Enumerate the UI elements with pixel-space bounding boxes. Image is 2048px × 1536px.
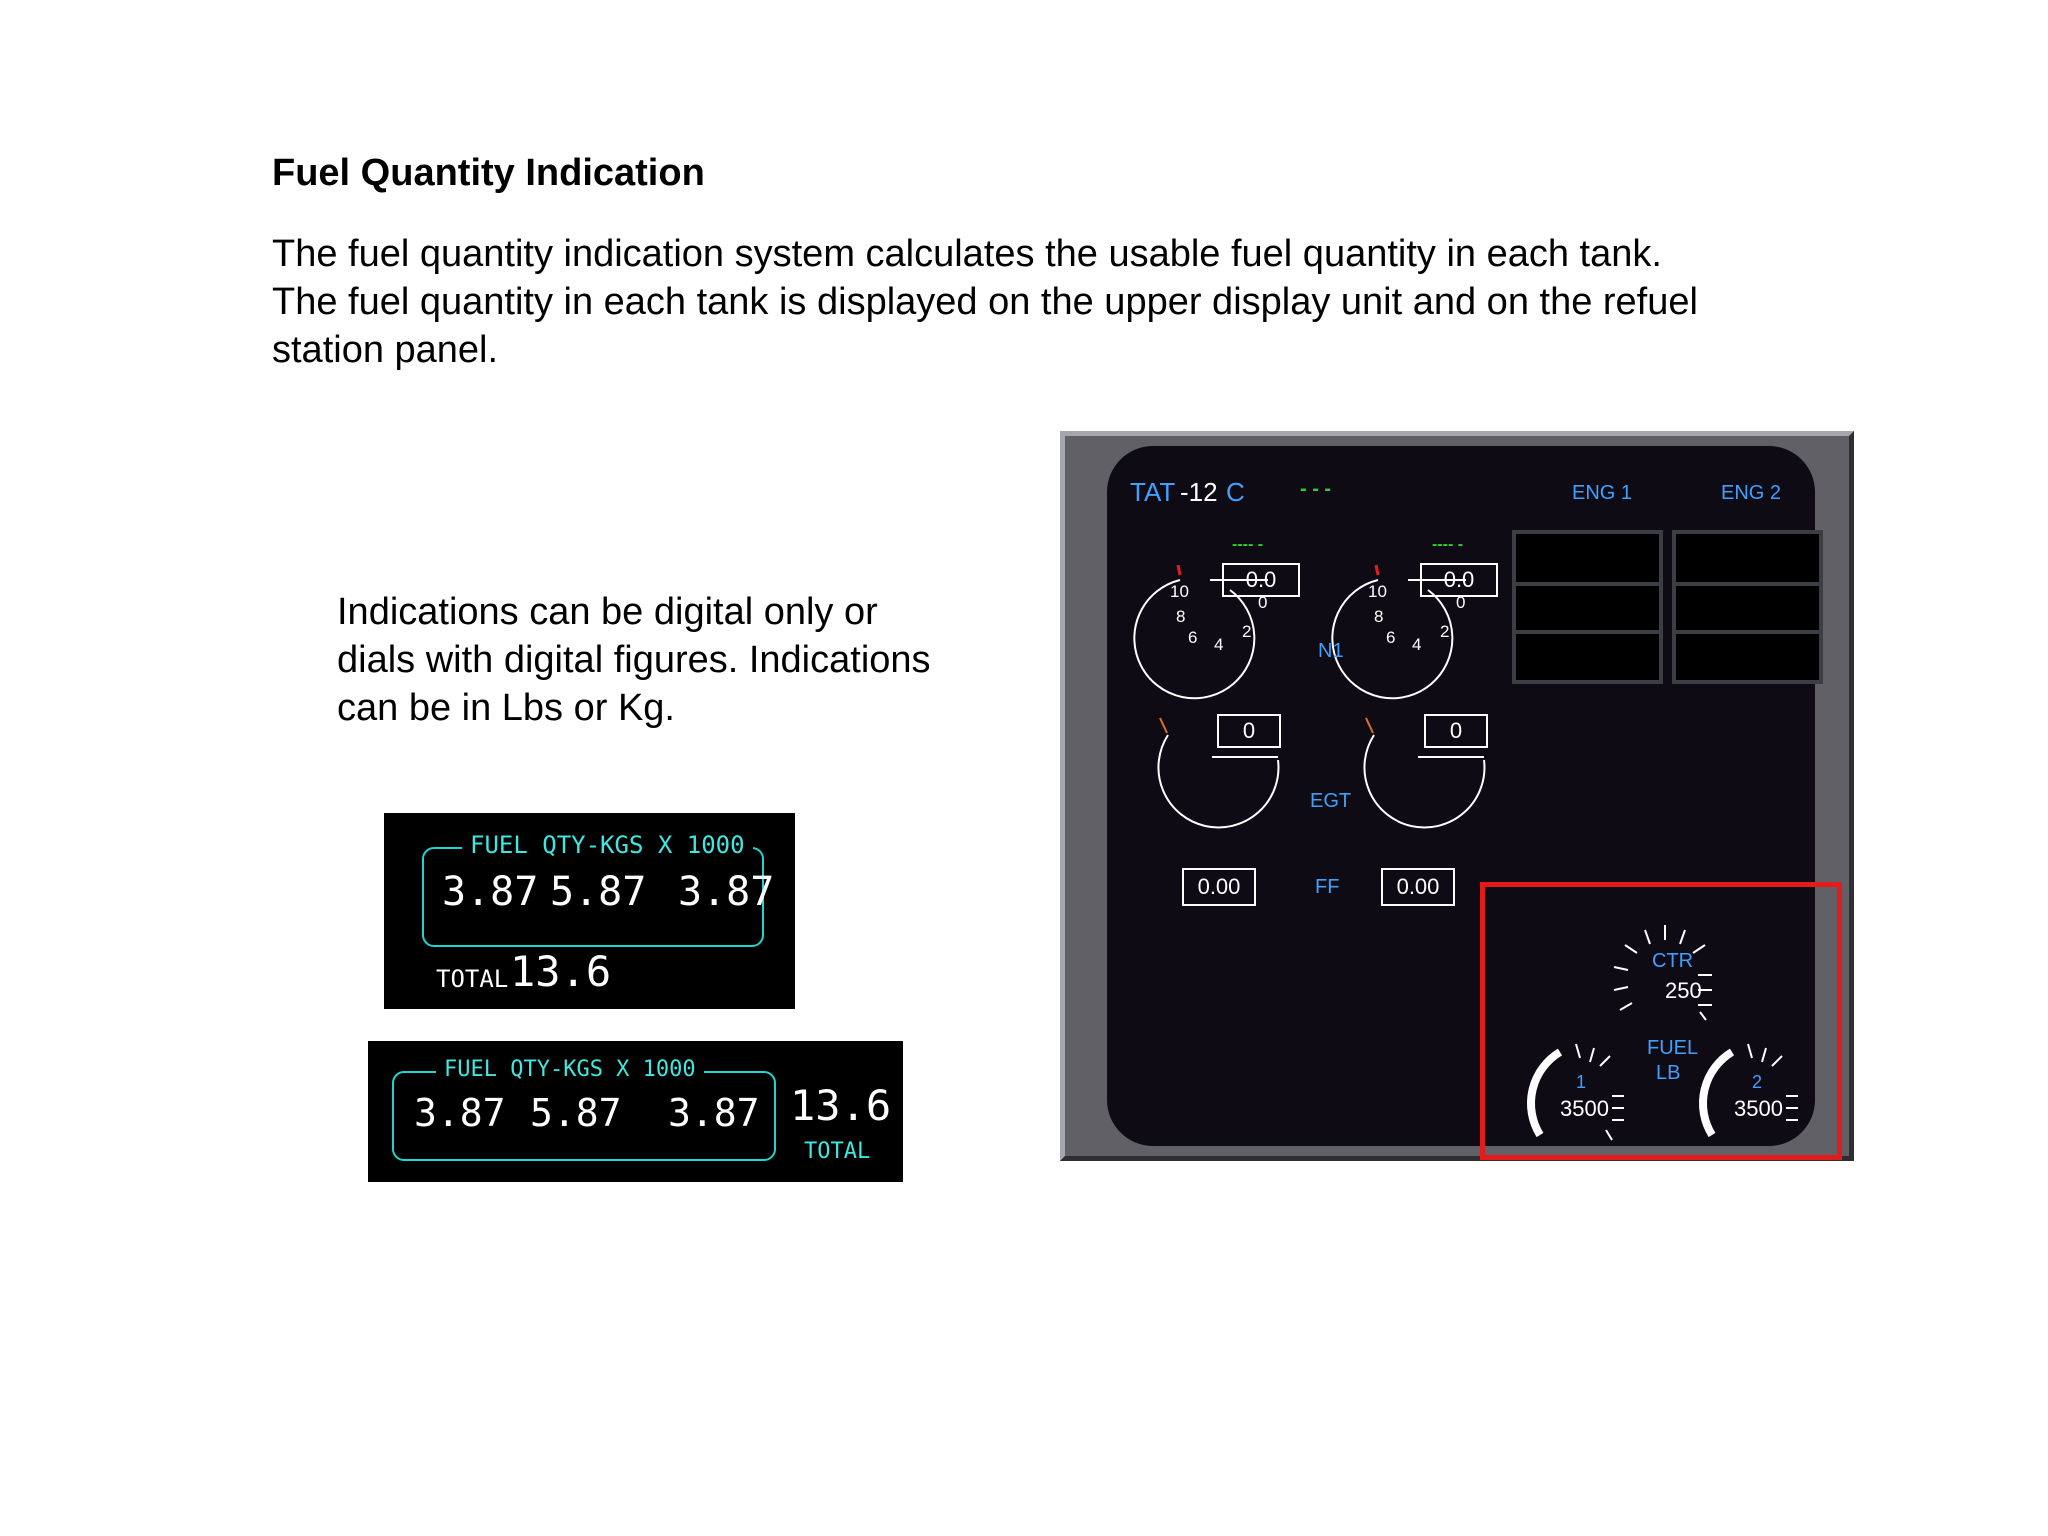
n1-right-scale-0: 0 — [1456, 593, 1466, 612]
fuel-qty-right-tank: 3.87 — [678, 869, 775, 915]
fuel-total-label: TOTAL — [804, 1139, 871, 1164]
fuel-qty-left-tank: 3.87 — [414, 1091, 506, 1135]
fuel-qty-right-tank: 3.87 — [668, 1091, 760, 1135]
n1-right-scale-4: 4 — [1412, 635, 1422, 654]
intro-line-2: The fuel quantity in each tank is displa… — [272, 281, 1698, 323]
fuel-ctr-dial — [1613, 925, 1712, 1021]
egt-label: EGT — [1310, 790, 1352, 812]
fuel-tank-2-dial — [1699, 1043, 1798, 1138]
fuel-total-value: 13.6 — [790, 1081, 892, 1130]
ff-left-readout: 0.00 — [1182, 868, 1256, 906]
fuel-qty-display-2: FUEL QTY-KGS X 1000 3.87 5.87 3.87 13.6 … — [368, 1041, 903, 1182]
indications-note: Indications can be digital only or dials… — [337, 588, 1017, 732]
n1-left-scale-2: 2 — [1242, 622, 1252, 641]
n1-left-dashes: ---- - — [1232, 536, 1264, 553]
fuel-tank-2-label: 2 — [1752, 1072, 1763, 1092]
egt-left-dial — [1157, 717, 1280, 829]
fuel-ctr-value: 250 — [1665, 978, 1702, 1003]
n1-right-scale-8: 8 — [1374, 607, 1384, 626]
n1-label: N1 — [1318, 640, 1344, 662]
note-line-1: Indications can be digital only or — [337, 591, 878, 633]
egt-left-readout: 0 — [1217, 714, 1281, 748]
tat-dashes: - - - — [1300, 478, 1332, 500]
fuel-qty-display-1: FUEL QTY-KGS X 1000 3.87 5.87 3.87 TOTAL… — [384, 813, 795, 1009]
fuel-qty-center-tank: 5.87 — [530, 1091, 622, 1135]
eng1-slot-2 — [1512, 582, 1663, 634]
ff-right-readout: 0.00 — [1381, 868, 1455, 906]
n1-right-scale-10: 10 — [1368, 582, 1387, 601]
fuel-qty-center-tank: 5.87 — [550, 869, 647, 915]
eng1-label: ENG 1 — [1572, 482, 1633, 504]
eng2-label: ENG 2 — [1721, 482, 1782, 504]
page-title: Fuel Quantity Indication — [272, 152, 705, 194]
intro-line-3: station panel. — [272, 329, 499, 371]
fuel-tank-1-dial — [1527, 1043, 1624, 1141]
n1-right-readout: 0.0 — [1420, 563, 1498, 597]
fuel-unit: LB — [1656, 1062, 1681, 1084]
n1-right-dial — [1331, 564, 1466, 700]
fuel-tank-1-value: 3500 — [1560, 1096, 1609, 1121]
n1-right-scale-2: 2 — [1440, 622, 1450, 641]
note-line-2: dials with digital figures. Indications — [337, 639, 931, 681]
intro-line-1: The fuel quantity indication system calc… — [272, 233, 1662, 275]
fuel-tank-1-label: 1 — [1576, 1072, 1587, 1092]
eng2-slot-3 — [1672, 630, 1823, 684]
egt-right-dial — [1363, 717, 1486, 829]
n1-left-readout: 0.0 — [1222, 563, 1300, 597]
fuel-total-value: 13.6 — [510, 947, 612, 996]
fuel-total-label: TOTAL — [436, 965, 509, 993]
tat-value: -12 — [1180, 477, 1218, 507]
n1-left-scale-8: 8 — [1176, 607, 1186, 626]
tat-label: TAT — [1130, 477, 1176, 507]
intro-paragraph: The fuel quantity indication system calc… — [272, 230, 1832, 374]
egt-right-readout: 0 — [1424, 714, 1488, 748]
fuel-qty-left-tank: 3.87 — [442, 869, 539, 915]
n1-left-scale-0: 0 — [1258, 593, 1268, 612]
fuel-qty-header: FUEL QTY-KGS X 1000 — [436, 1057, 704, 1082]
fuel-section-highlight — [1480, 882, 1842, 1160]
ff-label: FF — [1315, 876, 1340, 898]
n1-left-dial — [1133, 564, 1268, 700]
n1-left-scale-6: 6 — [1188, 628, 1198, 647]
n1-left-scale-10: 10 — [1170, 582, 1189, 601]
n1-right-dashes: ---- - — [1432, 536, 1464, 553]
n1-left-scale-4: 4 — [1214, 635, 1224, 654]
fuel-qty-header: FUEL QTY-KGS X 1000 — [462, 831, 753, 859]
tat-unit: C — [1226, 477, 1245, 507]
note-line-3: can be in Lbs or Kg. — [337, 687, 675, 729]
fuel-label: FUEL — [1647, 1037, 1699, 1059]
fuel-ctr-label: CTR — [1652, 950, 1694, 972]
fuel-tank-2-value: 3500 — [1734, 1096, 1783, 1121]
n1-right-scale-6: 6 — [1386, 628, 1396, 647]
eng1-slot-3 — [1512, 630, 1663, 684]
